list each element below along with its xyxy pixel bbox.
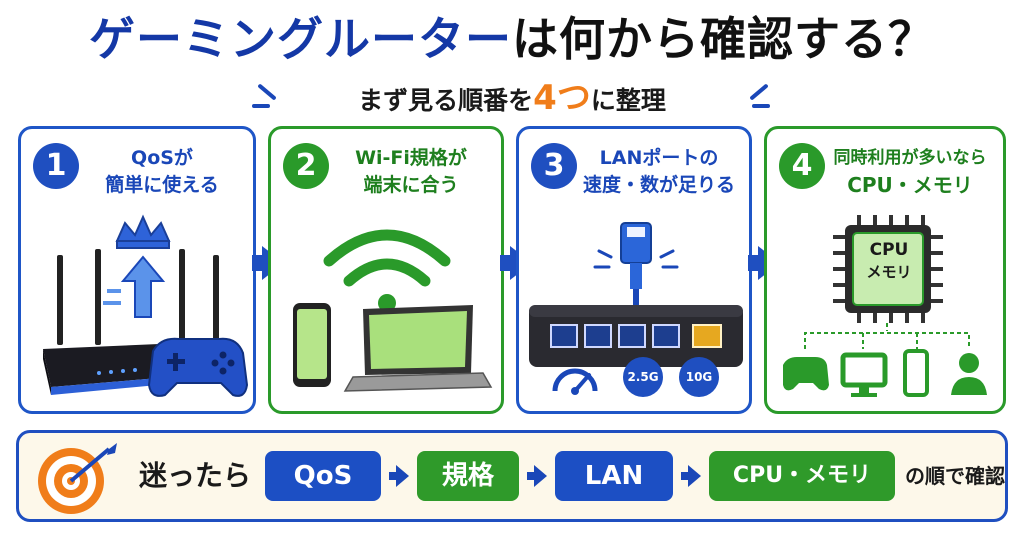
card-title-line2: 速度・数が足りる [582,174,735,196]
subtitle-post: に整理 [590,86,666,115]
card-qos: 1 QoSが 簡単に使える [18,126,256,414]
summary-lead: 迷ったら [139,459,252,492]
card-wifi: 2 Wi-Fi規格が 端末に合う [268,126,504,414]
card-number-badge: 2 [283,143,329,189]
summary-arrow-3 [688,465,701,487]
subtitle: まず見る順番を4つに整理 [0,78,1024,118]
chip-label-line1: CPU [869,240,909,260]
cpu-chip-icon [833,215,943,323]
summary-arrow-1-stem [389,472,397,480]
summary-arrow-2-stem [527,472,535,480]
wifi-icon [323,229,451,287]
network-switch-icon [529,305,743,367]
spark-left-2 [252,104,270,108]
summary-tail: の順で確認 [905,464,1005,488]
wifi-devices-illustration [293,229,493,392]
smartphone-icon [903,349,929,397]
ethernet-cable-icon [620,222,652,307]
summary-step-cpu-memory: CPU・メモリ [709,451,895,501]
card-title: QoSが 簡単に使える [77,145,247,199]
speed-up-arrow-icon [103,255,166,318]
signal-lines [593,249,679,269]
card-title-line2: CPU・メモリ [847,173,973,197]
card-title-line1: QoSが [131,147,193,169]
chip-label-line2: メモリ [866,263,912,281]
flow-arrow-2-stem [500,255,510,271]
summary-arrow-3-stem [681,472,689,480]
card-cpu: 4 同時利用が多いなら CPU・メモリ CPU メモリ [764,126,1006,414]
subtitle-number: 4つ [533,78,591,118]
speed-badge-10g: 10G [679,357,719,397]
flow-arrow-3-stem [748,255,758,271]
summary-arrow-2 [534,465,547,487]
summary-bar: 迷ったら QoS 規格 LAN CPU・メモリ の順で確認 [16,430,1008,522]
router-illustration [43,214,249,397]
crown-icon [115,214,171,249]
card-title-line1: Wi-Fi規格が [355,147,467,169]
card-title-line2: 簡単に使える [105,174,219,196]
card-number-badge: 3 [531,143,577,189]
monitor-icon [840,352,888,397]
spark-right-2 [752,104,770,108]
router-antennas [57,249,219,345]
title-main: ゲーミングルーター [89,12,512,66]
summary-step-standard: 規格 [417,451,519,501]
summary-step-lan: LAN [555,451,673,501]
card-title-line1: LANポートの [599,147,719,169]
summary-step-qos: QoS [265,451,381,501]
card-title-line1: 同時利用が多いなら [833,148,987,168]
cpu-chip-label: CPU メモリ [842,239,936,283]
summary-arrow-1 [396,465,409,487]
speedometer-icon [552,368,598,395]
speed-badge-2-5g: 2.5G [623,357,663,397]
flow-arrow-1-stem [252,255,262,271]
card-number-badge: 1 [33,143,79,189]
subtitle-pre: まず見る順番を [358,86,534,115]
card-title-line2: 端末に合う [363,174,459,196]
user-icon [951,353,987,395]
gamepad-icon [147,337,249,397]
laptop-icon [343,305,493,392]
lan-switch-illustration [529,222,743,367]
card-title: Wi-Fi規格が 端末に合う [327,145,495,199]
card-title: LANポートの 速度・数が足りる [575,145,743,199]
target-icon [38,443,117,514]
gamepad-icon [783,357,829,391]
page-title: ゲーミングルーターは何から確認する？ [0,6,1024,72]
card-lan: 3 LANポートの 速度・数が足りる 2.5 [516,126,752,414]
wifi-dot [378,294,396,312]
card-title: 同時利用が多いなら CPU・メモリ [823,145,997,199]
smartphone-icon [293,303,331,387]
connected-devices-illustration [783,323,987,397]
title-rest: は何から確認する？ [512,12,935,66]
card-number-badge: 4 [779,143,825,189]
